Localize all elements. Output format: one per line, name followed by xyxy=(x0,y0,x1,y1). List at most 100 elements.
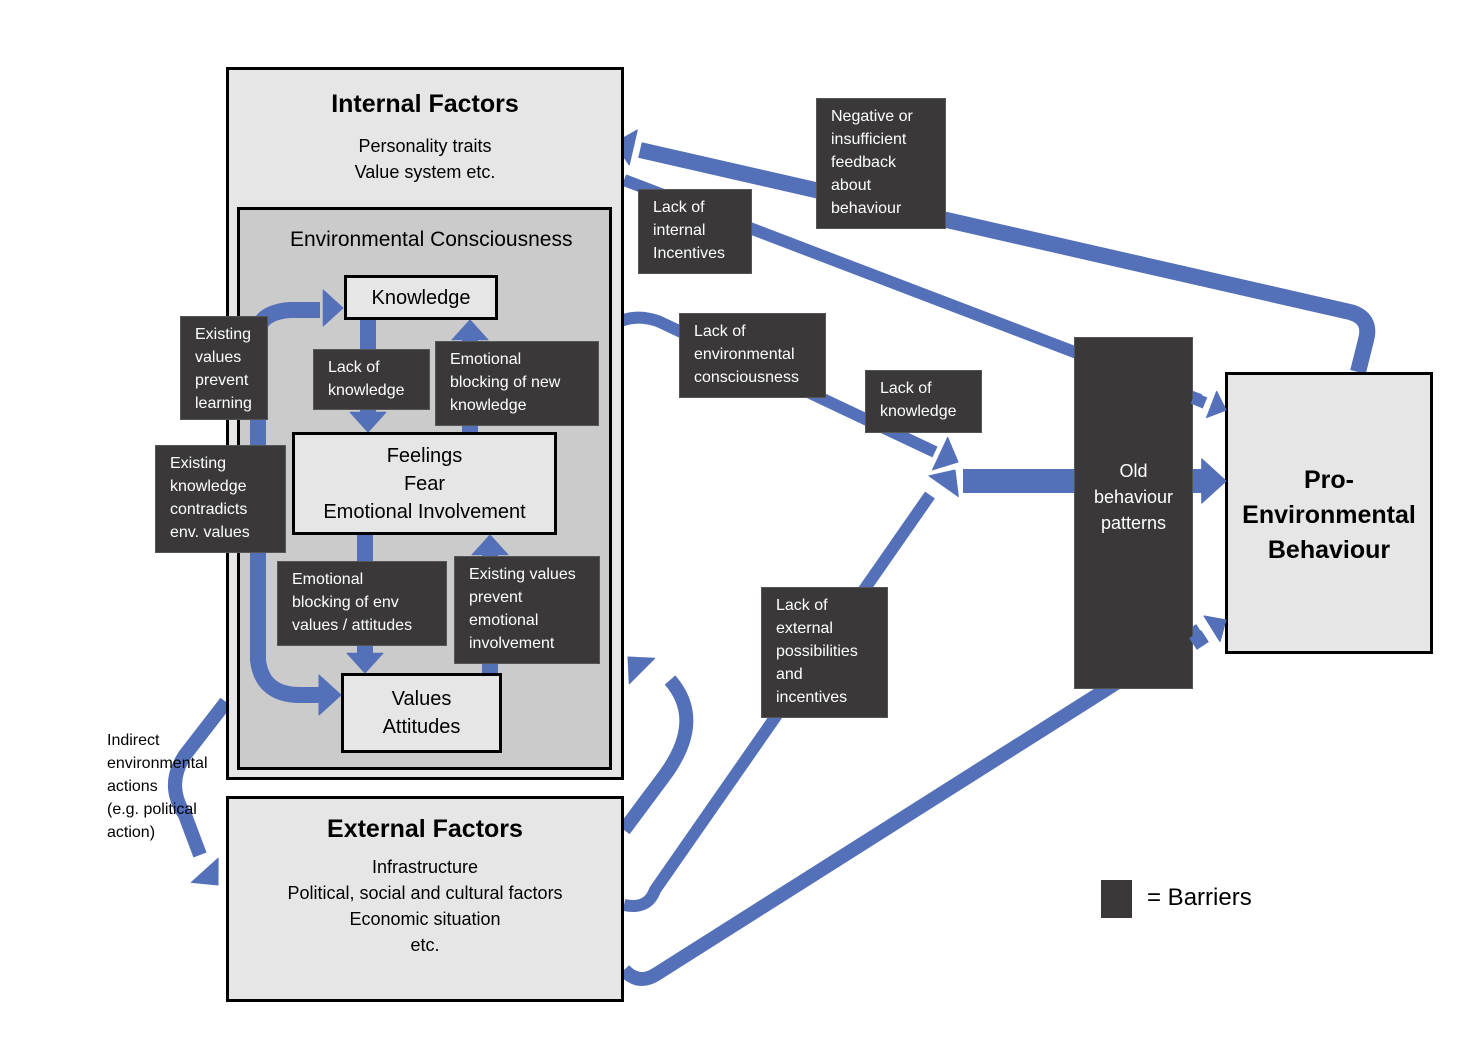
barrier-lack-of-knowledge-outer: Lack of knowledge xyxy=(865,370,982,433)
barrier-text: and xyxy=(776,666,803,683)
feelings-to-knowledge-arrowhead xyxy=(451,319,489,341)
knowledge-node: Knowledge xyxy=(344,275,498,320)
barrier-text: values / attitudes xyxy=(292,617,413,634)
barrier-negative-feedback: Negative or insufficient feedback about … xyxy=(816,98,946,229)
barrier-lack-of-knowledge-inner: Lack of knowledge xyxy=(313,349,430,410)
pro-env-line: Behaviour xyxy=(1267,536,1391,564)
barrier-text: Existing xyxy=(195,326,252,343)
barrier-text: internal xyxy=(653,222,706,239)
external-direct-arrow xyxy=(618,624,1204,986)
barrier-text: Negative or xyxy=(831,108,913,125)
barrier-text: prevent xyxy=(469,589,523,606)
barrier-lack-external-possibilities: Lack of external possibilities and incen… xyxy=(761,587,888,718)
external-factor-line: etc. xyxy=(410,935,440,955)
barrier-text: Existing values xyxy=(469,566,576,583)
knowledge-label: Knowledge xyxy=(371,286,471,309)
feelings-line: Feelings xyxy=(386,444,463,467)
pro-env-line: Environmental xyxy=(1242,501,1416,529)
internal-factor-line: Value system etc. xyxy=(354,162,496,182)
external-to-internal-arrowhead xyxy=(627,656,656,685)
barrier-text: Lack of xyxy=(776,597,828,614)
barrier-text: values xyxy=(195,349,242,366)
feedback-arrow xyxy=(638,142,1376,374)
barrier-text: Existing xyxy=(170,455,227,472)
barrier-text: environmental xyxy=(694,346,795,363)
barrier-text: incentives xyxy=(776,689,848,706)
env-consciousness-arrowhead xyxy=(931,436,959,471)
barrier-text: learning xyxy=(195,395,252,412)
barrier-text: external xyxy=(776,620,833,637)
indirect-actions-line: (e.g. political xyxy=(107,801,197,818)
feelings-line: Emotional Involvement xyxy=(323,500,526,523)
old-behaviour-top-arrowhead xyxy=(1206,390,1227,419)
barrier-text: knowledge xyxy=(880,403,957,420)
external-factors-box: External Factors Infrastructure Politica… xyxy=(226,796,624,1002)
barrier-text: knowledge xyxy=(328,382,405,399)
values-attitudes-node: Values Attitudes xyxy=(341,673,502,753)
barrier-text: Emotional xyxy=(292,571,364,588)
indirect-actions-arrow xyxy=(168,697,232,858)
feelings-node: Feelings Fear Emotional Involvement xyxy=(292,432,557,535)
external-to-internal-arrow xyxy=(618,675,694,835)
legend-barrier-swatch xyxy=(1101,880,1132,918)
barrier-text: Old xyxy=(1119,461,1148,481)
barrier-text: env. values xyxy=(170,524,250,541)
barrier-text: Emotional xyxy=(450,351,522,368)
indirect-actions-arrowhead xyxy=(190,857,219,886)
values-line: Attitudes xyxy=(382,716,461,738)
external-factors-title: External Factors xyxy=(327,815,523,843)
internal-factors-details: Personality traits Value system etc. xyxy=(229,133,621,185)
barrier-existing-values-prevent-involvement: Existing values prevent emotional involv… xyxy=(454,556,600,664)
barrier-text: Lack of xyxy=(653,199,705,216)
values-to-knowledge-arrowhead xyxy=(322,289,344,327)
values-to-feelings-arrowhead xyxy=(471,534,509,556)
feelings-line: Fear xyxy=(403,472,446,495)
values-line: Values xyxy=(391,688,452,710)
old-behaviour-top-exit xyxy=(1190,392,1208,409)
barrier-text: knowledge xyxy=(450,397,527,414)
external-factors-details: Infrastructure Political, social and cul… xyxy=(229,854,621,958)
barrier-text: prevent xyxy=(195,372,249,389)
feelings-to-values-arrowhead xyxy=(346,652,384,674)
indirect-actions-line: action) xyxy=(107,824,156,841)
internal-factors-title: Internal Factors xyxy=(331,90,519,118)
barrier-text: consciousness xyxy=(694,369,799,386)
knowledge-to-values-arrow xyxy=(250,440,320,703)
knowledge-to-feelings-arrowhead xyxy=(349,411,387,433)
internal-factor-line: Personality traits xyxy=(358,136,492,156)
barrier-emotional-blocking-new-knowledge: Emotional blocking of new knowledge xyxy=(435,341,599,426)
external-possibilities-arrowhead xyxy=(928,469,959,498)
external-factor-line: Infrastructure xyxy=(371,857,479,877)
indirect-actions-line: environmental xyxy=(107,755,208,772)
old-behaviour-bottom-arrowhead xyxy=(1203,615,1227,642)
barrier-lack-env-consciousness: Lack of environmental consciousness xyxy=(679,313,826,398)
pro-environmental-behaviour-box: Pro- Environmental Behaviour xyxy=(1225,372,1433,654)
external-factor-line: Economic situation xyxy=(349,909,501,929)
barrier-text: patterns xyxy=(1100,513,1167,533)
barrier-text: feedback xyxy=(831,154,896,171)
barrier-text: blocking of new xyxy=(450,374,561,391)
barrier-text: Lack of xyxy=(328,359,380,376)
barrier-emotional-blocking-env-values: Emotional blocking of env values / attit… xyxy=(277,561,447,646)
barrier-text: involvement xyxy=(469,635,555,652)
barrier-text: emotional xyxy=(469,612,539,629)
barrier-text: Lack of xyxy=(694,323,746,340)
barrier-lack-internal-incentives: Lack of internal Incentives xyxy=(638,189,752,274)
barrier-text: knowledge xyxy=(170,478,247,495)
indirect-actions-line: actions xyxy=(107,778,158,795)
barrier-text: Incentives xyxy=(653,245,726,262)
barrier-text: contradicts xyxy=(170,501,248,518)
barrier-text: possibilities xyxy=(776,643,858,660)
knowledge-to-values-arrowhead xyxy=(318,674,342,716)
old-behaviour-bottom-exit xyxy=(1189,630,1209,650)
external-possibilities-arrow xyxy=(622,491,935,912)
old-behaviour-main-arrowhead xyxy=(1201,458,1227,504)
barrier-existing-knowledge-contradicts: Existing knowledge contradicts env. valu… xyxy=(155,445,286,553)
barrier-existing-values-prevent-learning: Existing values prevent learning xyxy=(180,316,268,420)
barrier-text: insufficient xyxy=(831,131,907,148)
barrier-old-behaviour-patterns: Old behaviour patterns xyxy=(1074,337,1193,689)
indirect-actions-line: Indirect xyxy=(107,732,160,749)
barrier-text: behaviour xyxy=(1093,487,1174,507)
pro-env-line: Pro- xyxy=(1304,466,1354,494)
